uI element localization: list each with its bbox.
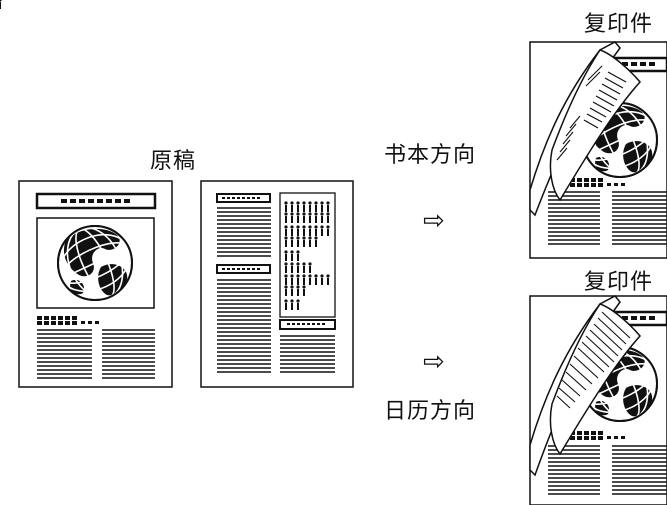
label-copy-top: 复印件 xyxy=(584,12,654,37)
arrow-book-icon: ⇨ xyxy=(423,206,445,236)
label-copy-bottom: 复印件 xyxy=(584,270,654,295)
label-book-direction: 书本方向 xyxy=(384,143,477,168)
arrow-calendar-icon: ⇨ xyxy=(423,347,445,377)
copy-calendar-direction xyxy=(529,295,667,505)
original-page-front xyxy=(18,180,173,388)
copy-book-direction xyxy=(529,41,667,259)
original-page-back xyxy=(0,0,354,388)
label-calendar-direction: 日历方向 xyxy=(384,399,477,424)
label-original: 原稿 xyxy=(150,149,197,174)
